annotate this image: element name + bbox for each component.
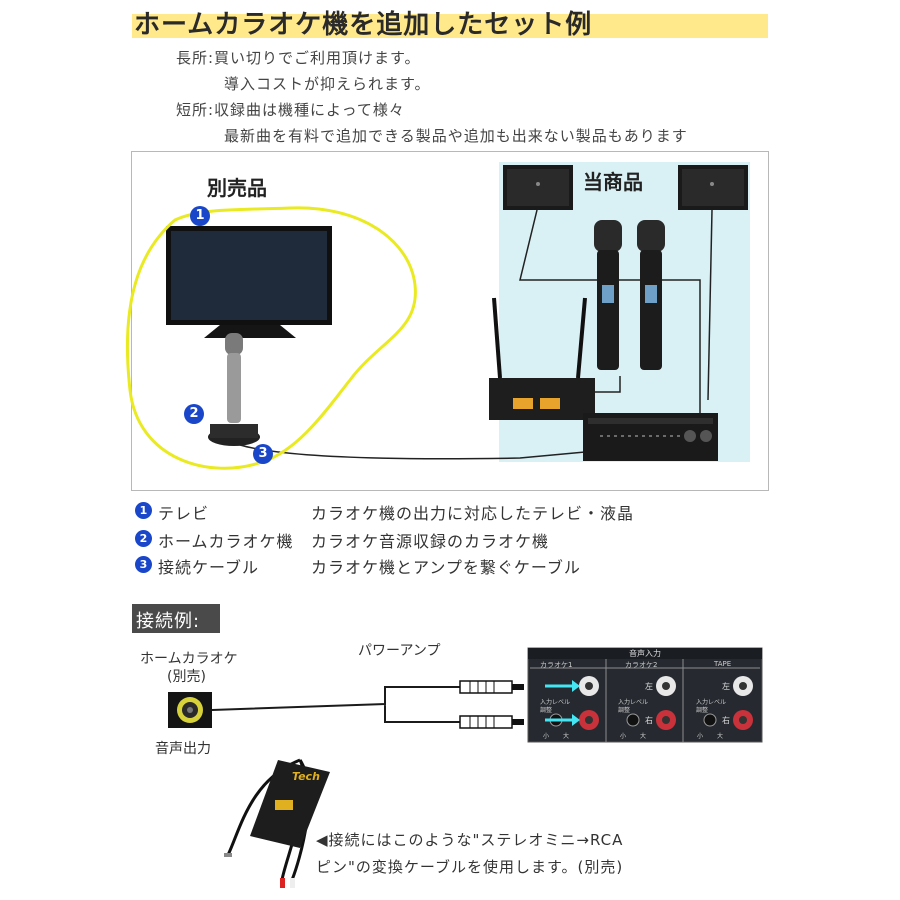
panel-adjust-label: 調整 [696, 707, 709, 714]
legend-number-2: 2 [135, 530, 152, 547]
panel-left-label: 左 [722, 682, 730, 691]
panel-header: 音声入力 [629, 649, 661, 658]
marker-3: 3 [253, 444, 273, 464]
marker-2: 2 [184, 404, 204, 424]
tv-icon [166, 226, 332, 338]
audio-jack-icon [168, 692, 212, 728]
amp-label: パワーアンプ [358, 643, 441, 659]
panel-level-label: 入力レベル [696, 699, 727, 706]
panel-left-label: 左 [645, 682, 653, 691]
con-line-1: 短所:収録曲は機種によって様々 [176, 101, 405, 119]
panel-adjust-label: 調整 [618, 707, 631, 714]
cable-note-line-2: ピン"の変換ケーブルを使用します。(別売) [316, 858, 624, 876]
highlight-loop [126, 206, 417, 470]
title-highlight [132, 14, 768, 38]
legend-desc-cable: カラオケ機とアンプを繋ぐケーブル [311, 558, 581, 577]
marker-1: 1 [190, 206, 210, 226]
panel-col-karaoke1: カラオケ1 [540, 661, 573, 669]
receiver-icon [489, 297, 595, 420]
legend-desc-karaoke: カラオケ音源収録のカラオケ機 [311, 532, 550, 551]
legend-number-3: 3 [135, 556, 152, 573]
legend-name-tv: テレビ [158, 504, 210, 523]
karaoke-label: ホームカラオケ [140, 651, 238, 667]
karaoke-sub-label: (別売) [167, 669, 206, 685]
left-speaker-icon [503, 165, 573, 210]
panel-right-label: 右 [645, 716, 653, 725]
audio-out-label: 音声出力 [155, 741, 211, 757]
panel-large-label: 大 [563, 733, 570, 740]
pro-line-1: 長所:買い切りでご利用頂けます。 [176, 49, 421, 67]
conversion-cable-icon [224, 758, 330, 888]
con-line-2: 最新曲を有料で追加できる製品や追加も出来ない製品もあります [224, 127, 688, 145]
page-title: ホームカラオケ機を追加したセット例 [134, 10, 593, 40]
connection-section-title: 接続例: [132, 604, 220, 633]
wireless-mic-icon [594, 220, 622, 370]
panel-small-label: 小 [620, 733, 627, 740]
cable-brand: Tech [292, 770, 320, 783]
wireless-mic-icon [637, 220, 665, 370]
amp-input-panel [527, 647, 763, 743]
panel-level-label: 入力レベル [618, 699, 649, 706]
cable-note-line-1: ◀接続にはこのような"ステレオミニ→RCA [316, 831, 624, 849]
panel-right-label: 右 [722, 716, 730, 725]
pro-line-2: 導入コストが抑えられます。 [224, 75, 431, 93]
legend-name-karaoke: ホームカラオケ機 [158, 532, 294, 551]
rca-plug-icon [459, 680, 524, 694]
legend-number-1: 1 [135, 502, 152, 519]
right-speaker-icon [678, 165, 748, 210]
panel-large-label: 大 [640, 733, 647, 740]
panel-col-karaoke2: カラオケ2 [625, 661, 658, 669]
panel-small-label: 小 [697, 733, 704, 740]
sold-separately-label: 別売品 [207, 176, 267, 200]
legend-desc-tv: カラオケ機の出力に対応したテレビ・液晶 [311, 504, 635, 523]
panel-small-label: 小 [543, 733, 550, 740]
panel-col-tape: TAPE [714, 660, 732, 668]
panel-large-label: 大 [717, 733, 724, 740]
legend-name-cable: 接続ケーブル [158, 558, 260, 577]
this-product-label: 当商品 [583, 170, 643, 194]
panel-level-label: 入力レベル [540, 699, 571, 706]
amplifier-icon [583, 413, 718, 461]
rca-plug-icon [459, 715, 524, 729]
karaoke-machine-icon [208, 333, 260, 446]
panel-adjust-label: 調整 [540, 707, 553, 714]
